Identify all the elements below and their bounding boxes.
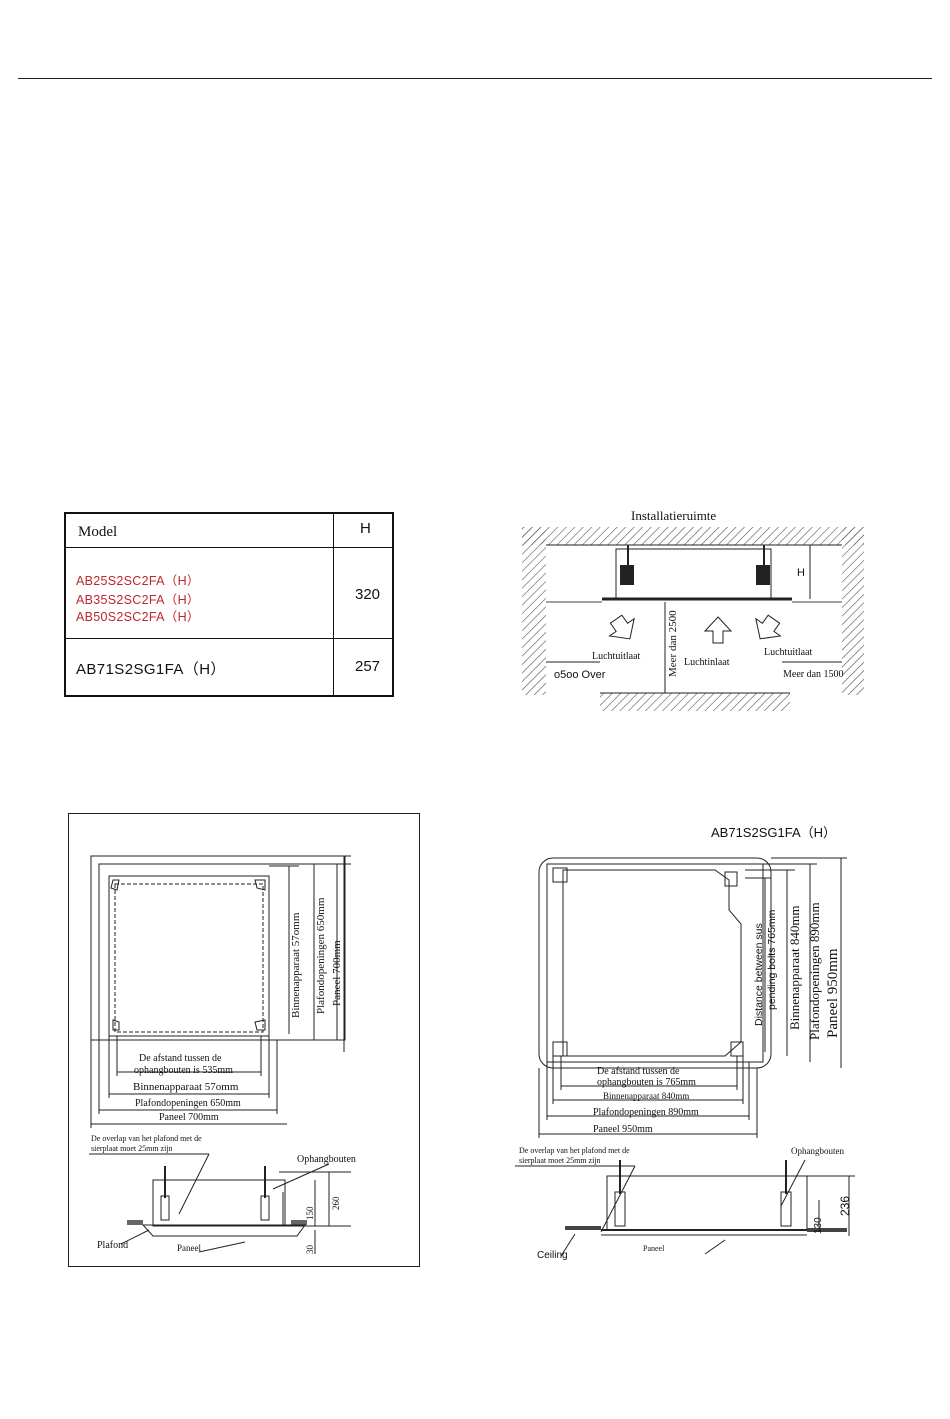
table-row xyxy=(66,547,392,639)
bolts-label: Ophangbouten xyxy=(791,1146,844,1156)
bolt-distance-label-2: ophangbouten is 535mm xyxy=(134,1065,233,1076)
bolt-distance-label-2: ophangbouten is 765mm xyxy=(597,1077,696,1088)
large-unit-drawing xyxy=(515,857,855,1257)
h-value: 257 xyxy=(355,658,381,675)
overlap-note-2: sierplaat moet 25mm zijn xyxy=(519,1156,601,1165)
ceiling-label: Ceiling xyxy=(537,1250,568,1261)
col-h-header: H xyxy=(360,520,371,537)
model-cell: AB25S2SC2FA（H） xyxy=(76,574,200,588)
install-h-label: H xyxy=(797,567,805,579)
installation-space-drawing xyxy=(522,527,864,711)
suspension-distance-label-1: Distance between sus xyxy=(753,923,765,1026)
h-value: 320 xyxy=(355,586,381,603)
right-clearance-label: Meer dan 1500 xyxy=(783,669,844,680)
inlet-label: Luchtinlaat xyxy=(684,657,730,668)
overlap-note-1: De overlap van het plafond met de xyxy=(91,1134,202,1143)
inner-unit-v-dim: Binnenapparaat 840mm xyxy=(787,905,802,1030)
panel-v-dim: Paneel 950mm xyxy=(825,948,841,1038)
model-height-table: Model H AB25S2SC2FA（H） AB35S2SC2FA（H） AB… xyxy=(64,512,394,697)
bolts-label: Ophangbouten xyxy=(297,1154,356,1165)
outlet-right-label: Luchtuitlaat xyxy=(764,647,813,658)
bolt-distance-label-1: De afstand tussen de xyxy=(139,1053,222,1064)
opening-v-dim: Plafondopeningen 890mm xyxy=(807,902,822,1040)
small-unit-drawing xyxy=(89,855,351,1254)
installation-space-figure: Installatieruimte H Luchtuitlaat Luchtin… xyxy=(520,505,865,715)
inner-unit-v-dim: Binnenapparaat 57omm xyxy=(290,912,302,1018)
panel-label: Paneel xyxy=(177,1243,201,1253)
dim-150: 150 xyxy=(305,1206,315,1221)
ceiling-label: Plafond xyxy=(97,1240,129,1251)
large-unit-model-label: AB71S2SG1FA（H） xyxy=(711,825,836,840)
dim-130: 130 xyxy=(813,1217,824,1234)
left-clearance-label: o5oo Over xyxy=(554,669,606,681)
opening-h-dim: Plafondopeningen 890mm xyxy=(593,1107,699,1118)
opening-v-dim: Plafondopeningen 650mm xyxy=(315,897,327,1014)
outlet-left-label: Luchtuitlaat xyxy=(592,651,641,662)
vertical-clearance-label: Meer dan 2500 xyxy=(667,610,679,677)
col-model-header: Model xyxy=(78,524,118,540)
opening-h-dim: Plafondopeningen 650mm xyxy=(135,1098,241,1109)
inner-unit-h-dim: Binnenapparaat 840mm xyxy=(603,1091,690,1101)
overlap-note-1: De overlap van het plafond met de xyxy=(519,1146,630,1155)
dim-30: 30 xyxy=(305,1245,315,1254)
table-header-row xyxy=(66,514,392,548)
dim-260: 260 xyxy=(331,1196,341,1211)
bolt-distance-label-1: De afstand tussen de xyxy=(597,1066,680,1077)
overlap-note-2: sierplaat moet 25mm zijn xyxy=(91,1144,173,1153)
model-cell: AB35S2SC2FA（H） xyxy=(76,593,200,607)
panel-v-dim: Paneel 700mm xyxy=(331,940,343,1006)
panel-h-dim: Paneel 950mm xyxy=(593,1124,653,1135)
small-unit-dimension-figure: Binnenapparaat 57omm Plafondopeningen 65… xyxy=(68,813,420,1267)
panel-h-dim: Paneel 700mm xyxy=(159,1112,219,1123)
install-space-title: Installatieruimte xyxy=(631,508,717,523)
large-unit-dimension-figure: AB71S2SG1FA（H） Distance between sus pend… xyxy=(515,820,860,1270)
panel-label: Paneel xyxy=(643,1244,665,1253)
model-cell: AB50S2SC2FA（H） xyxy=(76,610,200,624)
suspension-distance-label-2: pending bolts 765mm xyxy=(766,909,778,1010)
dim-236: 236 xyxy=(838,1195,852,1216)
inner-unit-h-dim: Binnenapparaat 57omm xyxy=(133,1081,239,1093)
model-cell: AB71S2SG1FA（H） xyxy=(76,661,226,678)
header-rule xyxy=(18,78,932,79)
